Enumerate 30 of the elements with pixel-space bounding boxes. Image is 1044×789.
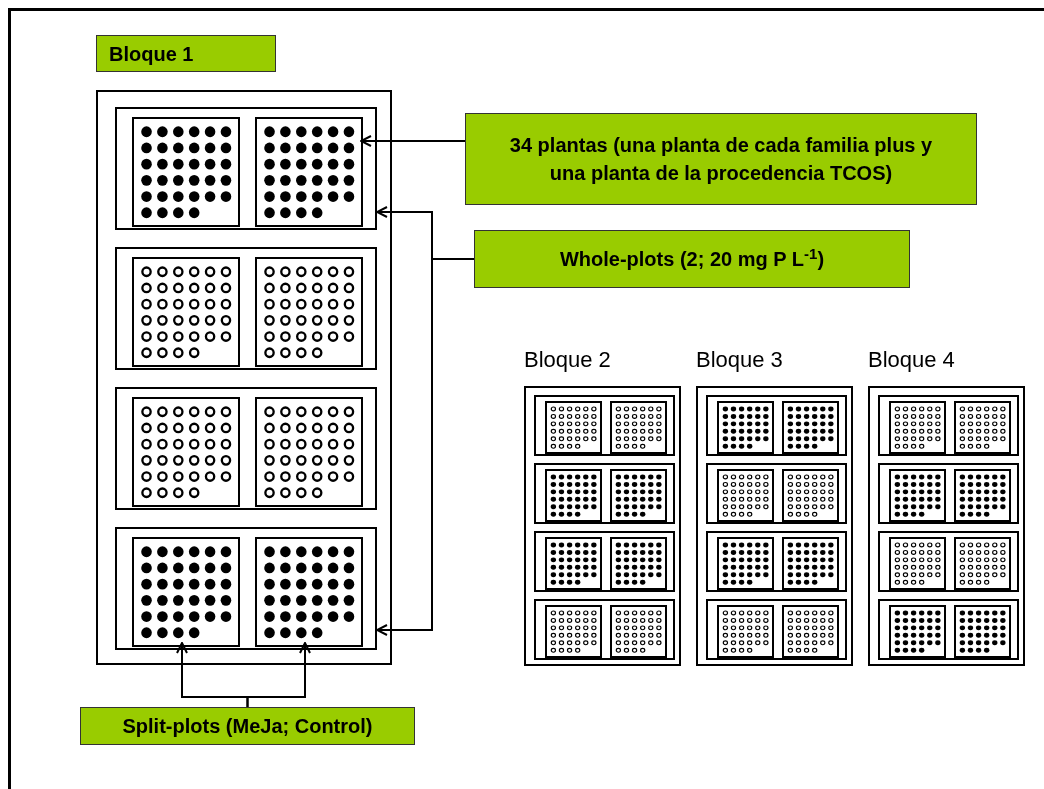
block-box	[534, 531, 675, 592]
arrow	[246, 642, 311, 708]
arrow	[360, 135, 466, 147]
block-box	[878, 395, 1019, 456]
block-heading: Bloque 4	[868, 346, 955, 374]
block-box	[878, 599, 1019, 660]
block-box	[115, 247, 377, 370]
label-box	[80, 707, 415, 745]
block-box	[706, 531, 847, 592]
label-text: Whole-plots (2; 20 mg P L$^{-1}$)	[559, 245, 825, 272]
label-box	[465, 113, 977, 205]
label-text: 34 plantas (una planta de cada familia plus y una planta de la procedencia TCOS)	[508, 133, 934, 186]
block-box	[534, 395, 675, 456]
block-heading: Bloque 3	[696, 346, 783, 374]
block-box	[96, 90, 392, 665]
block-box	[878, 463, 1019, 524]
block-box	[706, 463, 847, 524]
block-box	[534, 463, 675, 524]
block-box	[706, 395, 847, 456]
block-box	[115, 387, 377, 510]
block-box	[115, 527, 377, 650]
label-box	[474, 230, 910, 288]
block-box	[706, 599, 847, 660]
label-text: Bloque 1	[109, 41, 194, 67]
label-text: Split-plots (MeJa; Control)	[122, 714, 373, 739]
block-box	[534, 599, 675, 660]
block-box	[115, 107, 377, 230]
block-heading: Bloque 2	[524, 346, 611, 374]
label-box	[96, 35, 276, 72]
block-box	[878, 531, 1019, 592]
